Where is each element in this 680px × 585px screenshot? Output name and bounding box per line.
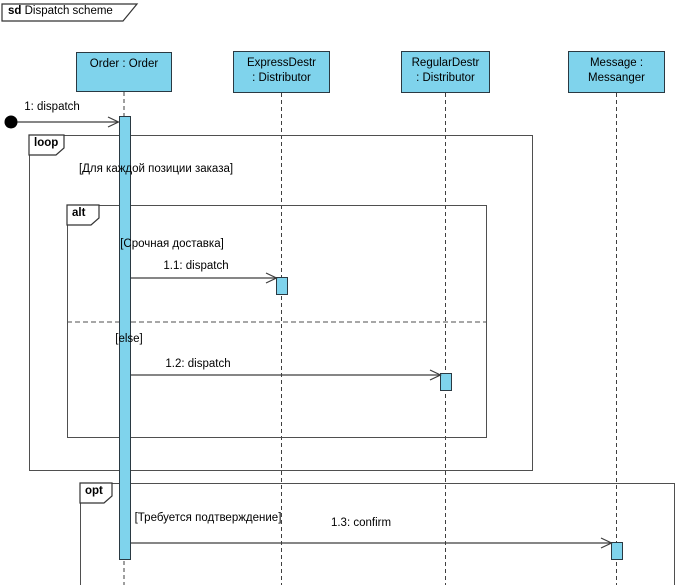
alt-operator-pentagon [66,204,100,226]
opt-guard-label: [Требуется подтверждение] [134,512,282,524]
diagram-keyword: sd [8,5,22,17]
loop-operator-pentagon [28,134,65,156]
opt-operator-pentagon [79,482,113,504]
found-message-endpoint[interactable] [4,115,18,129]
message-1-3-arrow[interactable] [131,537,613,549]
message-1-label: 1: dispatch [24,101,80,113]
alt-else-guard-label: [else] [115,333,143,345]
lifeline-head-order[interactable]: Order : Order [76,52,172,92]
diagram-title: sd Dispatch scheme [8,5,113,17]
loop-guard-label: [Для каждой позиции заказа] [78,163,234,175]
diagram-title-tab [1,3,139,22]
alt-operator-label: alt [72,207,86,219]
lifeline-head-messanger[interactable]: Message : Messanger [568,51,665,93]
activation-order[interactable] [119,116,131,560]
message-1-2-label: 1.2: dispatch [165,358,231,370]
message-1-1-label: 1.1: dispatch [163,260,229,272]
activation-expressdestr[interactable] [276,277,288,295]
diagram-name: Dispatch scheme [24,5,113,17]
loop-operator-label: loop [34,137,59,149]
opt-fragment-frame[interactable] [80,483,675,585]
message-1-arrow[interactable] [17,116,120,128]
activation-regulardestr[interactable] [440,373,452,391]
alt-fragment-frame[interactable] [67,205,487,438]
opt-operator-label: opt [85,485,103,497]
lifeline-head-expressdestr[interactable]: ExpressDestr : Distributor [233,51,330,93]
activation-messanger[interactable] [611,542,623,560]
message-1-3-label: 1.3: confirm [330,517,392,529]
lifeline-head-regulardestr[interactable]: RegularDestr : Distributor [401,51,490,93]
alt-guard-label: [Срочная доставка] [120,238,224,250]
message-1-1-arrow[interactable] [131,272,278,284]
message-1-2-arrow[interactable] [131,369,442,381]
loop-fragment-frame[interactable] [29,135,533,471]
